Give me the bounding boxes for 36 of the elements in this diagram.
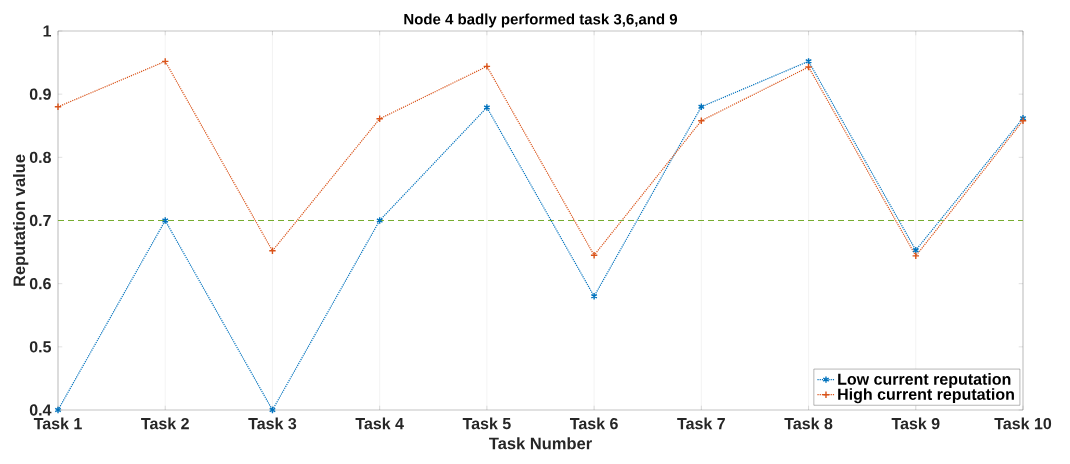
point <box>54 102 62 111</box>
x-tick-label: Task 3 <box>248 417 297 430</box>
x-tick-label: Task 10 <box>994 417 1052 430</box>
y-tick-label: 1 <box>43 25 52 37</box>
point <box>268 406 276 414</box>
point <box>268 246 277 255</box>
y-tick-label: 0.4 <box>29 404 52 416</box>
point <box>912 246 920 255</box>
x-tick-label: Task 6 <box>569 417 618 430</box>
point <box>590 292 598 301</box>
chart-title: Node 4 badly performed task 3,6,and 9 <box>404 13 678 28</box>
x-tick-label: Task 8 <box>784 417 833 430</box>
point <box>483 62 491 71</box>
y-tick-label: 0.9 <box>29 88 51 100</box>
x-tick-label: Task 5 <box>462 417 511 430</box>
x-tick-label: Task 2 <box>141 417 189 430</box>
x-axis-title: Task Number <box>489 437 592 450</box>
y-tick-label: 0.8 <box>29 151 51 163</box>
x-tick-label: Task 9 <box>891 417 940 430</box>
y-tick-label: 0.6 <box>29 278 51 290</box>
x-tick-label: Task 1 <box>33 417 82 430</box>
legend-label: High current reputation <box>838 388 1014 404</box>
point <box>805 57 813 66</box>
y-axis-title: Reputation value <box>12 154 29 286</box>
point <box>804 63 813 71</box>
point <box>376 216 384 225</box>
y-tick-label: 0.7 <box>29 214 51 227</box>
legend-label: Low current reputation <box>838 373 1011 388</box>
point <box>375 114 384 123</box>
x-tick-label: Task 4 <box>355 417 404 430</box>
point <box>161 216 169 225</box>
point <box>483 103 491 112</box>
point <box>54 406 62 414</box>
y-tick-label: 0.5 <box>29 341 52 353</box>
x-tick-label: Task 7 <box>677 417 725 430</box>
point <box>697 102 705 111</box>
